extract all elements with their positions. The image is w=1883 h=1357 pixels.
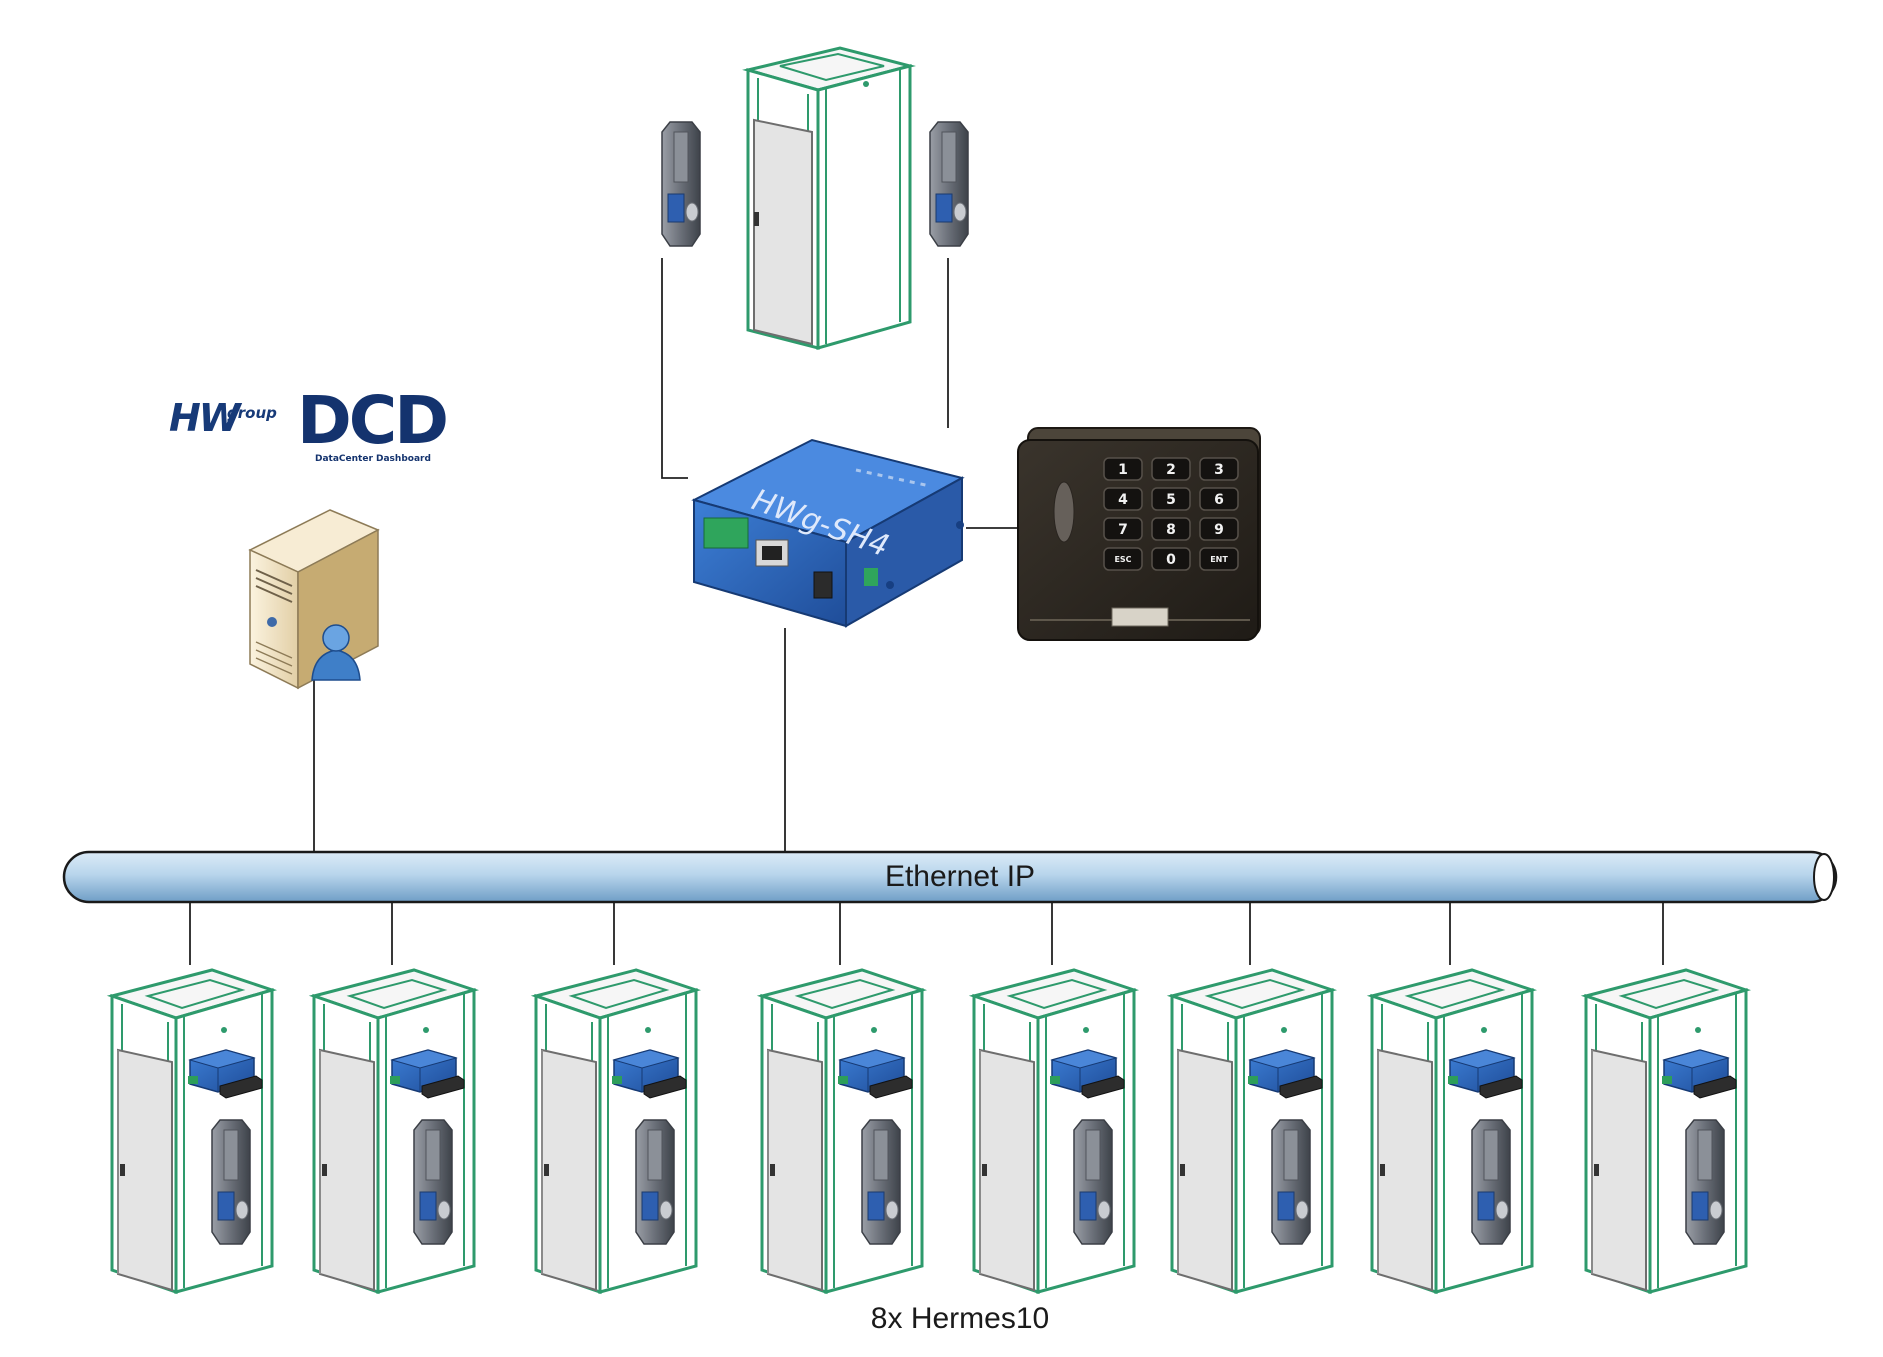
keypad-key: 0	[1151, 547, 1191, 571]
keypad-key: 8	[1151, 517, 1191, 541]
keypad-key-label: 2	[1166, 462, 1176, 478]
keypad-key: 9	[1199, 517, 1239, 541]
rack-icon	[762, 970, 922, 1292]
rack-icon	[314, 970, 474, 1292]
keypad-key: 4	[1103, 487, 1143, 511]
hermes-count-label: 8x Hermes10	[870, 1302, 1050, 1335]
keypad-key: 5	[1151, 487, 1191, 511]
keypad-key-label: ESC	[1114, 555, 1131, 564]
rack-icon	[974, 970, 1134, 1292]
rack-row	[112, 970, 1746, 1292]
rack-icon	[1172, 970, 1332, 1292]
rack-icon	[1586, 970, 1746, 1292]
hwgroup-dcd-logo: HW group DCD DataCenter Dashboard	[165, 382, 455, 474]
keypad-key-label: 6	[1214, 492, 1224, 508]
keypad-key: 6	[1199, 487, 1239, 511]
server-icon	[248, 509, 380, 690]
keypad-key: ESC	[1103, 547, 1143, 571]
bus-label: Ethernet IP	[884, 860, 1036, 893]
top-rack	[742, 46, 916, 350]
keypad-key-label: 1	[1118, 462, 1128, 478]
logo-brand: HW	[169, 396, 241, 440]
keypad-key: 2	[1151, 457, 1191, 481]
keypad-key-label: 9	[1214, 522, 1224, 538]
user-icon	[311, 624, 361, 681]
keypad-key-label: 3	[1214, 462, 1224, 478]
keypad-key: 7	[1103, 517, 1143, 541]
keypad-key-label: 4	[1118, 492, 1128, 508]
keypad-key: 3	[1199, 457, 1239, 481]
logo-subtitle: DataCenter Dashboard	[315, 454, 431, 464]
keypad-key: ENT	[1199, 547, 1239, 571]
keypad-key: 1	[1103, 457, 1143, 481]
keypad-key-label: ENT	[1210, 555, 1228, 564]
controller-icon: HWg-SH4	[691, 438, 965, 628]
rack-icon	[536, 970, 696, 1292]
rack-icon	[1372, 970, 1532, 1292]
connection-lines	[189, 258, 1664, 965]
rack-icon	[112, 970, 272, 1292]
handle-icon	[661, 121, 701, 247]
keypad-key-label: 5	[1166, 492, 1176, 508]
handle-icon	[929, 121, 969, 247]
logo-product: DCD	[297, 382, 449, 459]
keypad-key-label: 0	[1166, 552, 1176, 568]
logo-group: group	[227, 404, 277, 422]
ethernet-bus	[62, 850, 1838, 904]
keypad-key-label: 8	[1166, 522, 1176, 538]
keypad-key-label: 7	[1118, 522, 1128, 538]
